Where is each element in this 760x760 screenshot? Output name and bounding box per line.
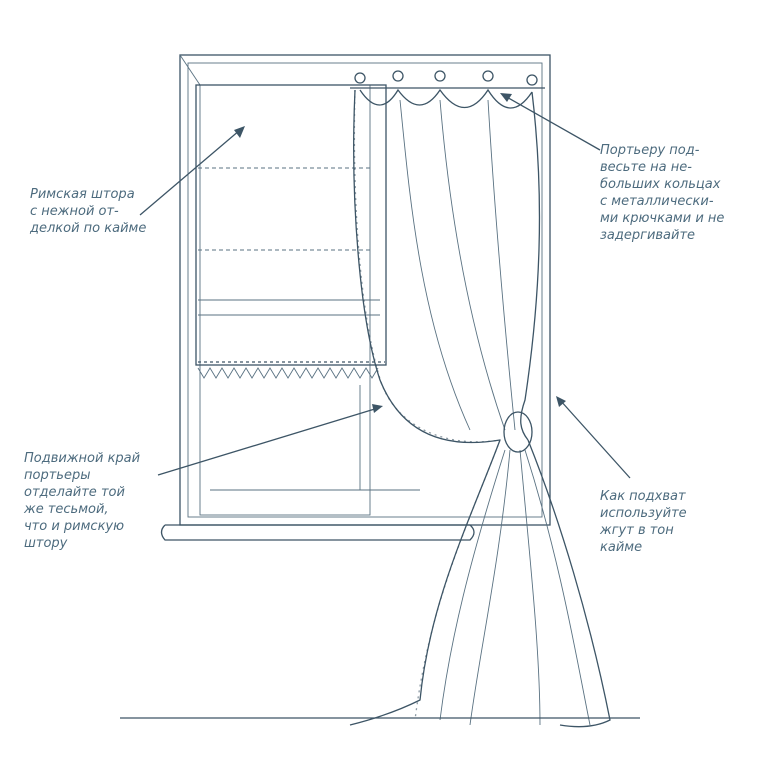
- curtain-rod: [350, 70, 545, 89]
- label-line: кайме: [600, 540, 643, 555]
- label-line: Подвижной край: [24, 451, 141, 466]
- label-roman-blind: Римская штора с нежной от- делкой по кай…: [30, 186, 146, 237]
- label-line: используйте: [600, 506, 687, 521]
- label-rings: Портьеру под- весьте на не- больших коль…: [600, 142, 724, 244]
- label-line: отделайте той: [24, 485, 125, 500]
- label-line: задергивайте: [600, 228, 696, 243]
- label-line: жгут в тон: [600, 523, 674, 538]
- portiere-curtain: [349, 88, 611, 728]
- label-line: Как подхват: [600, 489, 686, 504]
- label-line: весьте на не-: [600, 160, 692, 175]
- label-line: с нежной от-: [30, 204, 119, 219]
- label-tieback: Как подхват используйте жгут в тон кайме: [600, 488, 687, 556]
- label-line: же тесьмой,: [24, 502, 109, 517]
- callout-arrows: [139, 93, 631, 479]
- label-line: Портьеру под-: [600, 143, 700, 158]
- label-line: больших кольцах: [600, 177, 721, 192]
- label-line: делкой по кайме: [30, 221, 147, 236]
- window-frame: [160, 54, 551, 541]
- label-line: штору: [24, 536, 68, 551]
- label-line: Римская штора: [30, 187, 135, 202]
- label-line: ми крючками и не: [600, 211, 725, 226]
- label-edge: Подвижной край портьеры отделайте той же…: [24, 450, 140, 552]
- label-line: что и римскую: [24, 519, 125, 534]
- roman-blind: [195, 84, 387, 379]
- label-line: портьеры: [24, 468, 91, 483]
- label-line: с металлически-: [600, 194, 714, 209]
